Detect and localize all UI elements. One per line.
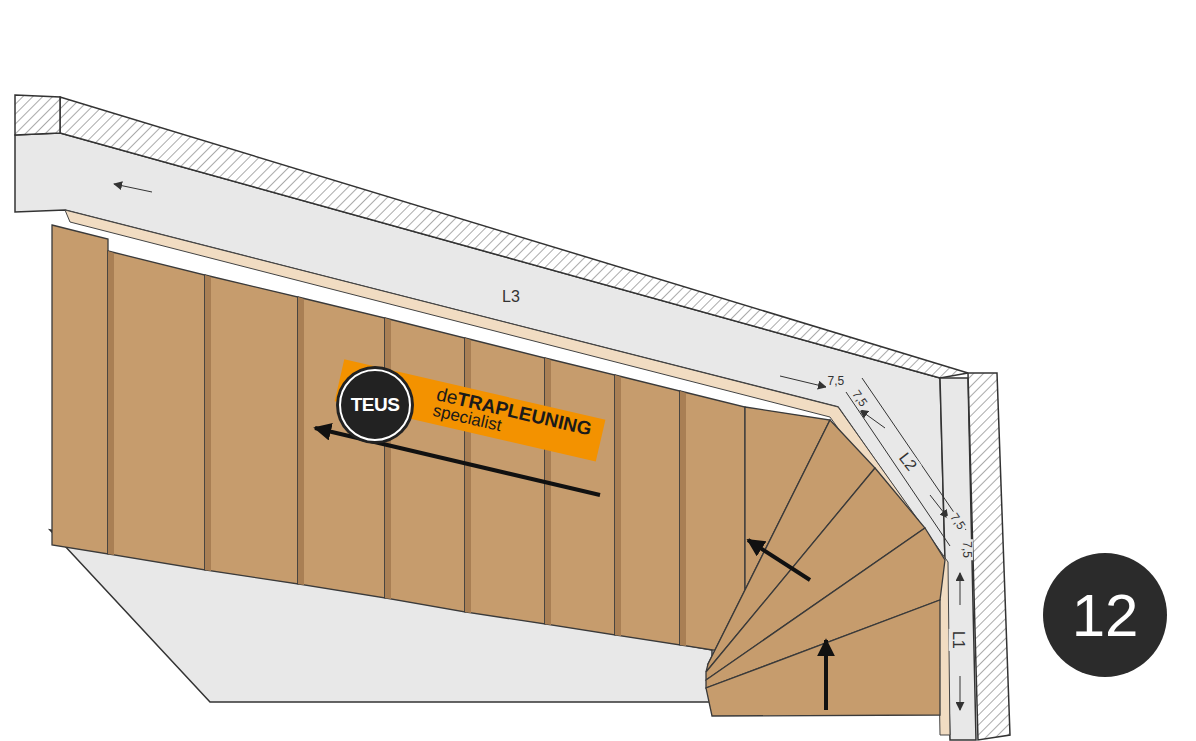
tread-shadow bbox=[465, 338, 471, 613]
winder-tread bbox=[706, 600, 940, 716]
callout-number-text: 12 bbox=[1072, 581, 1139, 650]
direction-arrow bbox=[824, 640, 828, 710]
dimension-label: 7,5 bbox=[946, 509, 969, 534]
dimension-label: 7,5 bbox=[826, 375, 847, 388]
logo-text: TEUS bbox=[351, 394, 400, 416]
tread bbox=[545, 358, 615, 635]
dimension-label: L1 bbox=[949, 629, 967, 651]
dimension-arrow bbox=[780, 376, 826, 387]
tread bbox=[108, 251, 205, 570]
dimension-lines bbox=[114, 184, 966, 710]
tread-shadow bbox=[298, 297, 304, 585]
callout-number: 12 bbox=[1043, 553, 1167, 677]
dimension-label: 7,5 bbox=[848, 386, 871, 411]
tread bbox=[298, 297, 385, 598]
dimension-arrow bbox=[114, 184, 152, 192]
dimension-label: L2 bbox=[894, 448, 921, 476]
treads bbox=[52, 225, 745, 655]
tread-shadow bbox=[615, 375, 621, 636]
wall-section bbox=[968, 373, 1010, 740]
tread-shadow bbox=[205, 275, 211, 571]
logo-badge: TEUS bbox=[339, 369, 411, 441]
tread-shadow bbox=[108, 251, 114, 555]
tread bbox=[385, 318, 465, 612]
tread bbox=[205, 275, 298, 584]
dimension-label: 7,5 bbox=[959, 539, 972, 560]
dimension-arrow bbox=[960, 676, 961, 710]
dimension-arrow bbox=[860, 410, 885, 428]
dimension-line bbox=[862, 378, 966, 530]
tread bbox=[615, 375, 680, 645]
tread-shadow bbox=[545, 358, 551, 625]
wall-section bbox=[15, 95, 60, 135]
tread-shadows bbox=[108, 251, 686, 646]
dimension-arrow bbox=[930, 495, 948, 518]
tread bbox=[52, 225, 108, 554]
dimension-line bbox=[846, 392, 950, 546]
winders bbox=[706, 407, 945, 716]
dimension-label: L3 bbox=[500, 288, 522, 306]
dimension-arrow bbox=[960, 573, 961, 605]
tread-shadow bbox=[680, 391, 686, 646]
tread-shadow bbox=[385, 318, 391, 599]
direction-arrow bbox=[748, 540, 810, 580]
